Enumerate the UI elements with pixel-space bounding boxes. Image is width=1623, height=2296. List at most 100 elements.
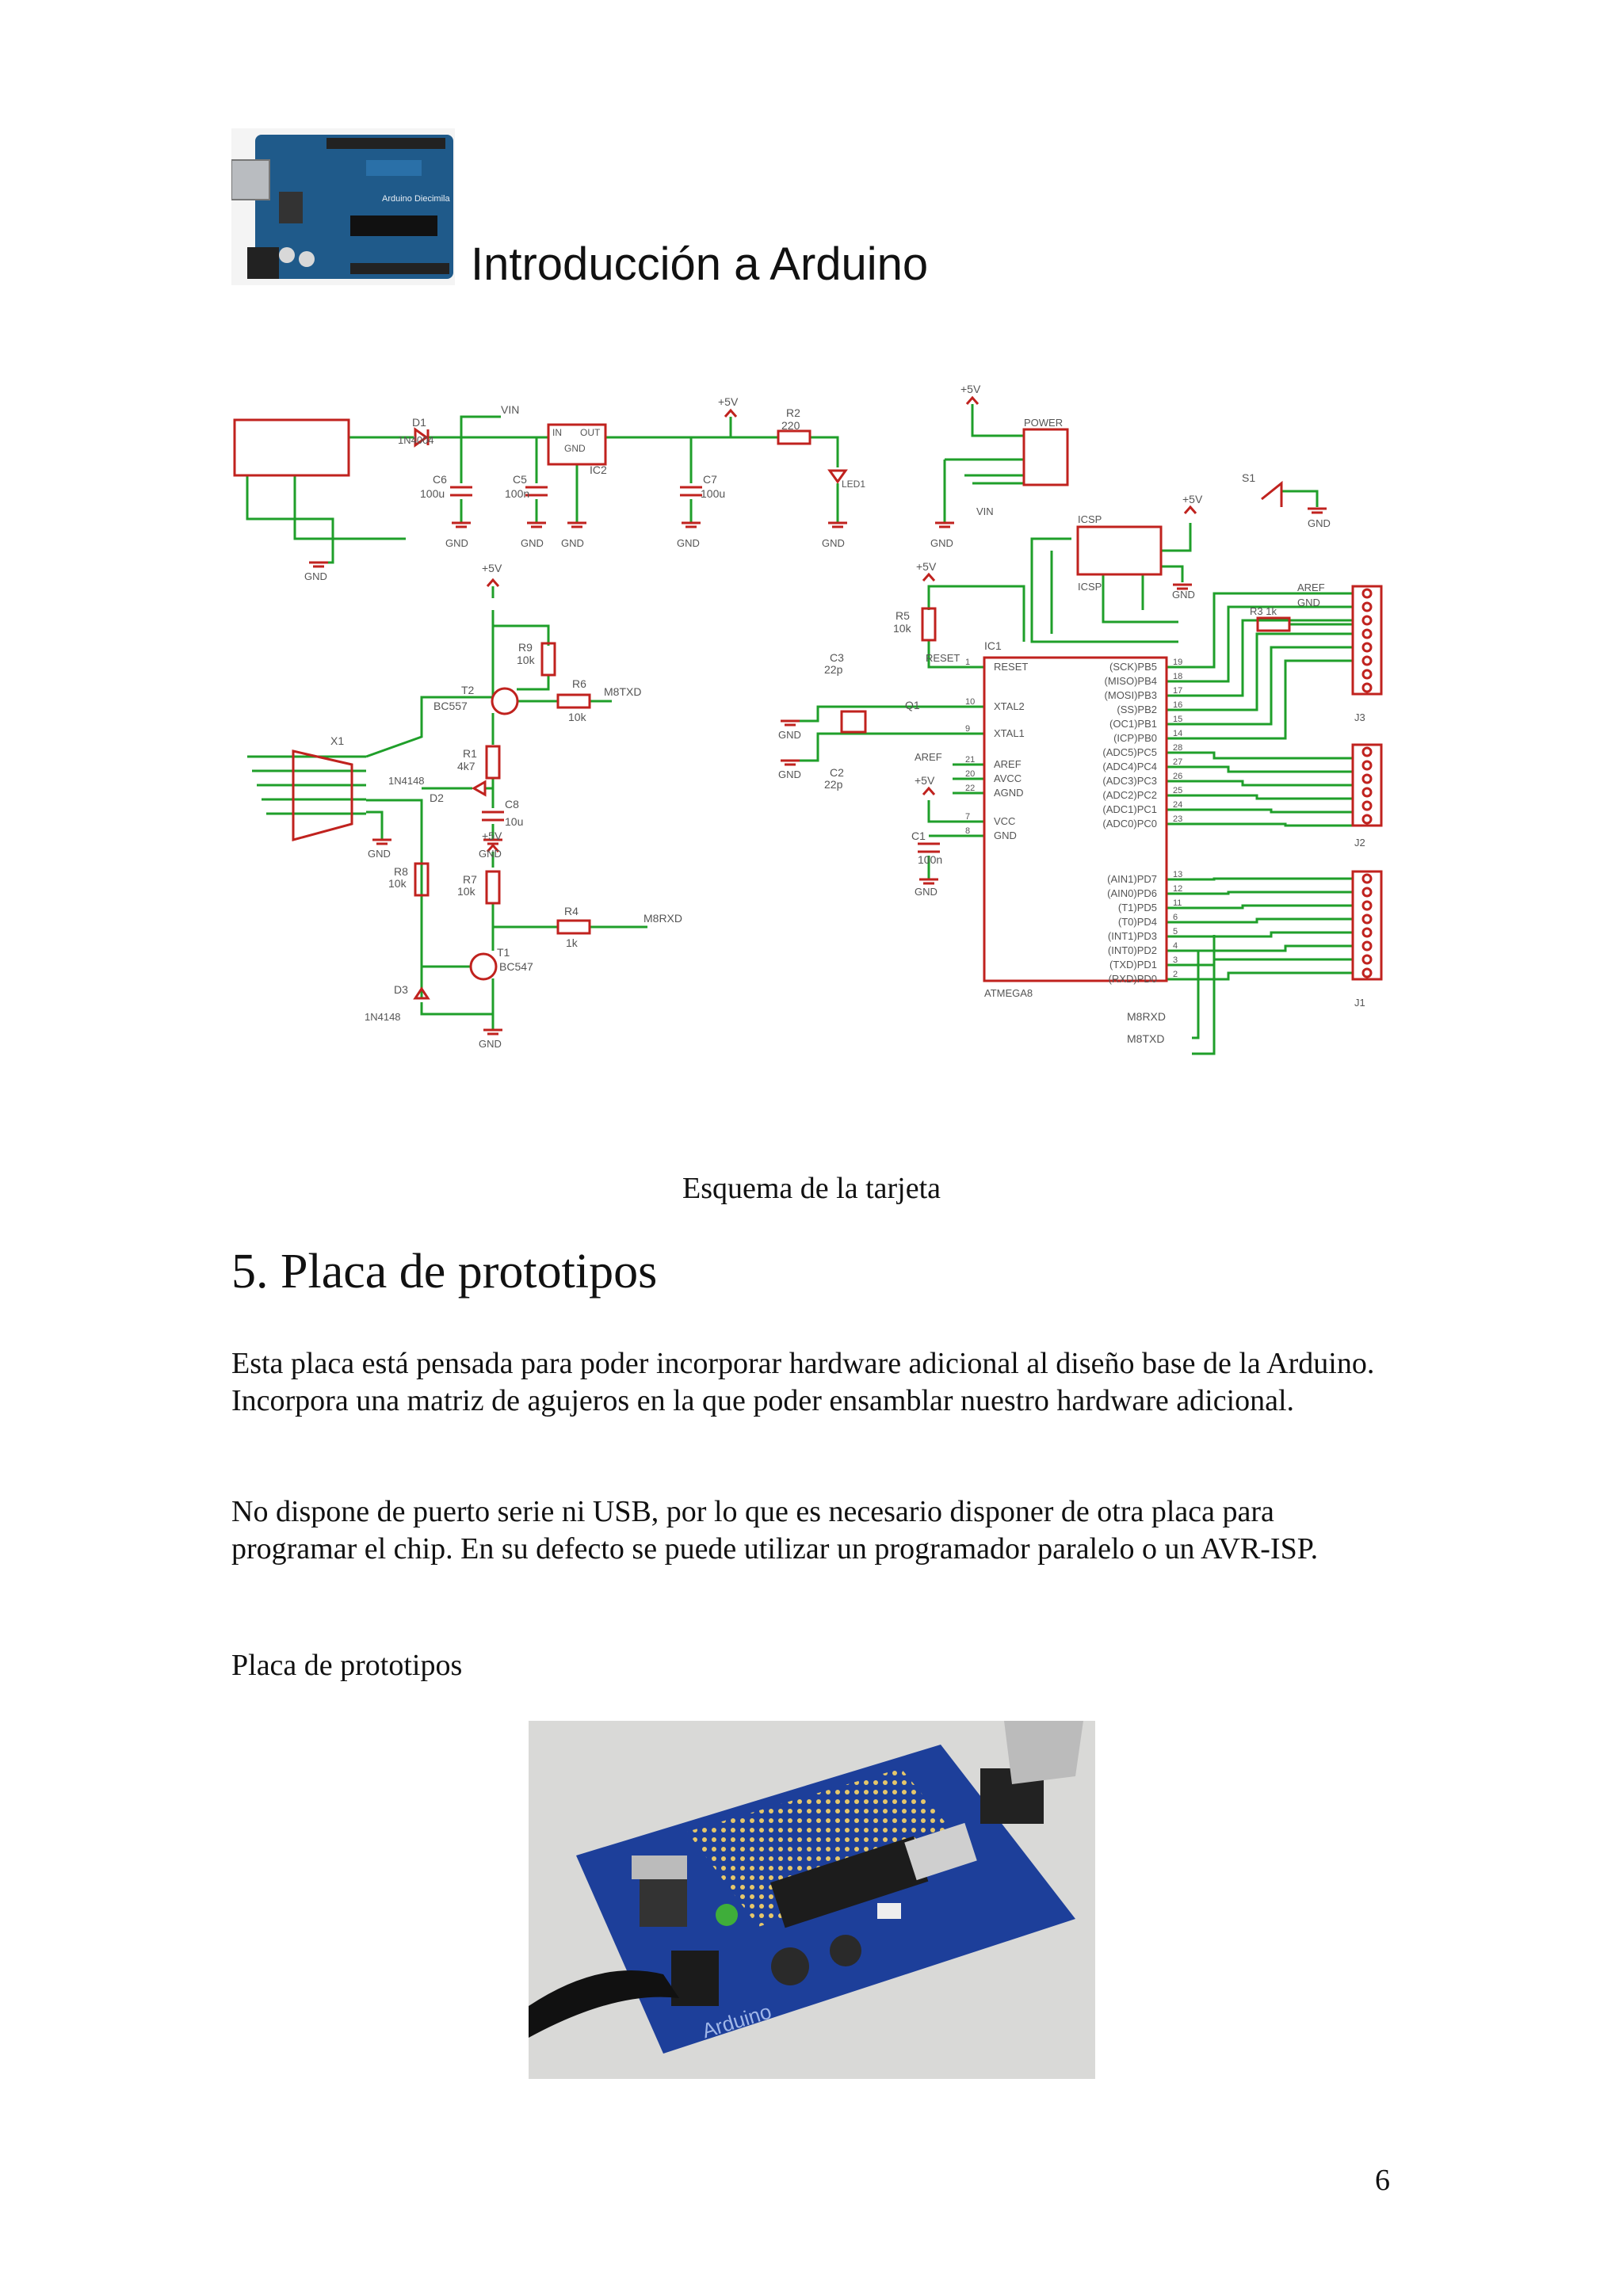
wire [1167,632,1353,711]
header-pin [1361,954,1373,965]
wire [1167,780,1353,787]
ic-pin-number: 25 [1173,786,1182,795]
ic-pin-label: (TXD)PD1 [1109,959,1157,971]
schematic-label: ICSP [1078,513,1102,525]
schematic-label: X1 [330,734,344,747]
wire [1167,808,1353,814]
wire [927,585,1025,642]
wire [1167,904,1353,910]
led1 [827,469,848,484]
wire [790,705,834,723]
wire [1167,891,1353,895]
wire [927,640,953,669]
ic-pin-label: (SS)PB2 [1117,704,1157,715]
ic-pin-number: 8 [965,826,970,836]
header-pin [1361,601,1373,612]
schematic-label: GND [564,443,586,454]
ic-pin-number: 21 [965,755,975,765]
wire [1167,794,1353,800]
schematic-label: BC557 [433,700,468,712]
schematic-label: IC1 [984,639,1002,652]
schematic-label: GND [822,537,845,549]
header-pin [1361,913,1373,925]
wire [460,415,501,437]
supply-arrow [486,578,500,587]
schematic-label: VIN [501,403,519,416]
ic-pin-label: (INT1)PD3 [1108,930,1157,942]
schematic-label: GND [368,848,391,860]
ic-pin-number: 1 [965,658,970,667]
wire [1167,917,1353,924]
ic-pin-label: (SCK)PB5 [1109,661,1157,673]
ic-pin-label: (ADC5)PC5 [1102,746,1157,758]
schematic-label: 1N4004 [398,434,434,446]
schematic-label: 1k [566,936,579,949]
microcontroller-ic1 [983,656,1168,982]
schematic-label: T2 [461,684,475,696]
header-pin [1361,800,1373,811]
page-number: 6 [1375,2164,1390,2197]
wire [246,475,334,564]
resistor [1256,616,1291,632]
ic-pin-label: (T1)PD5 [1118,902,1157,913]
wire [365,696,493,758]
schematic-label: R9 [518,641,533,654]
ic-pin-number: 16 [1173,700,1182,710]
ic-pin-number: 27 [1173,757,1182,767]
schematic-label: GND [778,769,801,780]
wire [1167,971,1353,981]
photo-label: Placa de prototipos [231,1649,463,1682]
resistor-r4 [556,919,591,935]
switch-s1 [1261,480,1283,507]
pin-header [1351,585,1383,696]
schematic-label: 10k [893,622,912,635]
schematic-label: 4k7 [457,760,475,772]
wire [1167,619,1353,697]
ic-pin-label: XTAL2 [994,700,1025,712]
schematic-label: 22p [824,778,843,791]
schematic-label: OUT [580,427,601,438]
ic-pin-label: VCC [994,815,1015,827]
ic-pin-number: 22 [965,784,975,793]
schematic-label: GND [915,886,938,898]
schematic-label: IC2 [590,463,607,476]
transistor-t1 [469,952,498,981]
schematic-label: J2 [1354,837,1365,849]
header-pin [1361,940,1373,952]
wire [1167,765,1353,773]
wire [1167,822,1353,827]
ic-pin-number: 5 [1173,927,1178,936]
schematic-label: 100n [918,853,942,866]
schematic-label: S1 [1242,471,1255,484]
supply-arrow [965,395,980,405]
schematic-label: D2 [430,791,444,804]
ic-pin-label: AVCC [994,772,1022,784]
schematic-label: GND [778,729,801,741]
ic-pin-number: 10 [965,697,975,707]
schematic-label: LED1 [842,479,865,490]
schematic-label: C8 [505,798,519,810]
ic-pin-label: (ADC4)PC4 [1102,761,1157,772]
schematic-label: GND [521,537,544,549]
schematic-label: T1 [497,946,510,959]
arduino-board-photo-icon: Arduino Diecimila [231,128,455,285]
schematic-label: Q1 [905,699,920,711]
schematic-label: C6 [433,473,447,486]
ic-pin-number: 28 [1173,743,1182,753]
ic-pin-number: 4 [1173,941,1178,951]
wire [1161,565,1184,582]
section-title: 5. Placa de prototipos [231,1245,658,1299]
resistor [777,429,812,445]
schematic-caption: Esquema de la tarjeta [682,1172,941,1205]
pin-header [1351,870,1383,981]
ic-pin-number: 12 [1173,884,1182,894]
ic-pin-label: XTAL1 [994,727,1025,739]
schematic-label: R2 [786,406,800,419]
ic-pin-label: (ADC0)PC0 [1102,818,1157,830]
schematic-label: 1N4148 [388,775,425,787]
header-pin [1361,642,1373,653]
paragraph: No dispone de puerto serie ni USB, por l… [231,1495,1319,1566]
supply-arrow [1183,505,1197,514]
resistor-r8 [414,862,430,897]
